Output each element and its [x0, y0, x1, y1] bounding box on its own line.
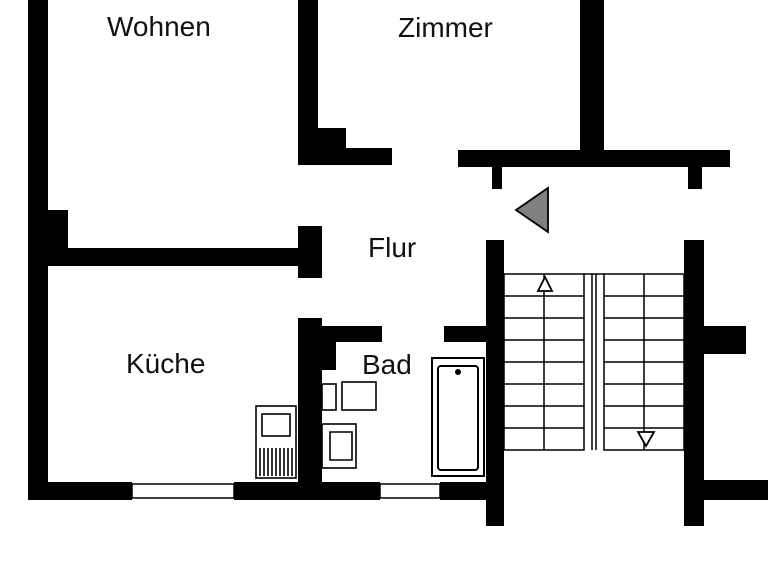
- staircase: [503, 273, 685, 451]
- wall-right-bottom: [700, 480, 768, 500]
- wall-zimmer-bottom-left: [298, 148, 392, 165]
- wall-wohnen-door-jamb: [48, 210, 68, 250]
- wall-zimmer-bottom-right: [458, 150, 730, 167]
- room-label-zimmer: Zimmer: [398, 12, 493, 43]
- wall-wohnen-zimmer: [298, 0, 318, 165]
- room-label-kueche: Küche: [126, 348, 206, 379]
- wall-bottom-3: [440, 482, 488, 500]
- wall-bad-top-left: [318, 326, 382, 342]
- wall-stair-left: [486, 240, 504, 526]
- wall-bad-top-right: [444, 326, 486, 342]
- room-label-flur: Flur: [368, 232, 417, 263]
- wall-flur-jamb: [298, 226, 322, 278]
- room-label-bad: Bad: [362, 349, 412, 380]
- wall-stub-1: [492, 167, 502, 189]
- wall-stair-right-stub: [700, 326, 746, 354]
- stair-up-icon: [536, 274, 554, 292]
- kitchen-stove: [255, 405, 297, 479]
- walls: [28, 0, 768, 526]
- wall-zimmer-right: [580, 0, 604, 165]
- wall-stair-right: [684, 240, 704, 526]
- wall-zimmer-door-stop: [318, 128, 346, 148]
- stair-down-icon: [636, 431, 656, 448]
- wall-wohnen-kueche: [28, 248, 320, 266]
- washbasin: [321, 381, 377, 469]
- windows: [131, 483, 441, 499]
- entrance-arrow-icon: [514, 186, 549, 234]
- room-label-wohnen: Wohnen: [107, 11, 211, 42]
- wall-bottom-1: [28, 482, 132, 500]
- wall-stub-2: [688, 167, 702, 189]
- wall-bad-top-jamb: [318, 340, 336, 370]
- bathtub: [431, 357, 485, 477]
